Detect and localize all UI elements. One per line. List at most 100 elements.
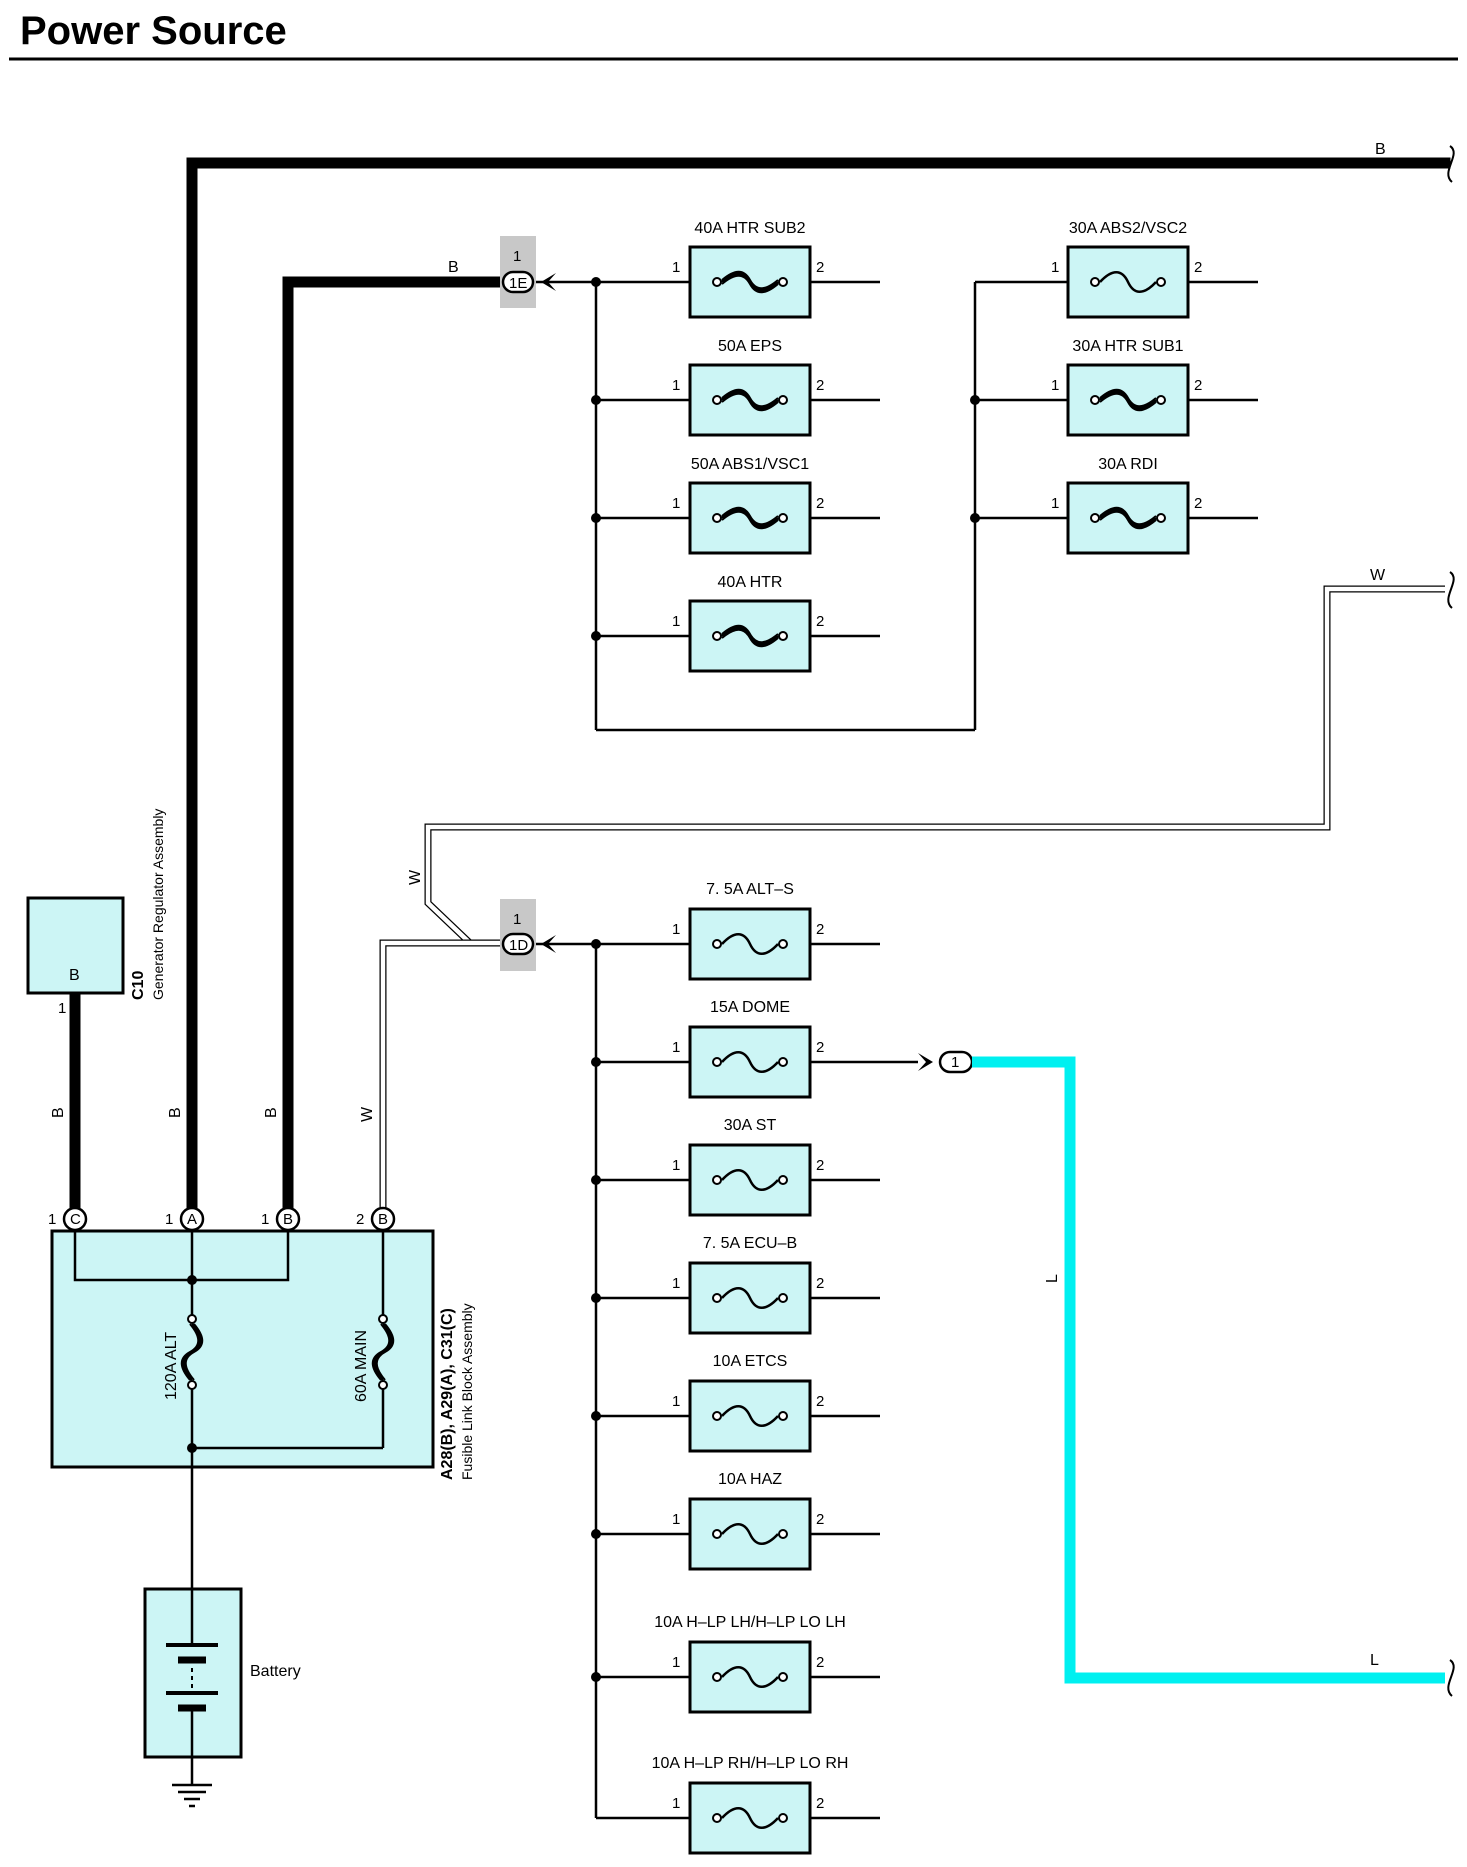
pin-label: 2 [816,1039,824,1056]
pin-label: 2 [816,1654,824,1671]
connector-1e [501,270,535,294]
pin-label: 1 [672,1039,680,1056]
terminal-c: C 1 [48,1206,88,1232]
wire-label-b2: W [359,1106,376,1122]
battery-label: Battery [250,1663,301,1680]
terminal-b2: B 2 [356,1206,396,1232]
terminal-pin: 1 [48,1211,56,1228]
fuse-label: 10A H–LP LH/H–LP LO LH [654,1614,846,1631]
wire-label-b1: B [263,1107,280,1118]
fuse-15a-dome: 15A DOME 1 2 [596,999,918,1099]
junction-dot [187,1275,197,1285]
dome-connector-label: 1 [951,1054,959,1071]
fuse-10a-haz: 10A HAZ 1 2 [596,1471,880,1571]
wire-label-a: B [167,1107,184,1118]
fuse-label: 40A HTR [718,574,783,591]
wire-l-dome [972,1056,1445,1684]
fuse-120a-alt-label: 120A ALT [163,1332,180,1400]
fuse-label: 30A RDI [1098,456,1158,473]
fuse-label: 30A ABS2/VSC2 [1069,220,1187,237]
pin-label: 2 [816,1157,824,1174]
wire-b-1e [282,276,511,1221]
pin-label: 1 [672,1275,680,1292]
pin-label: 2 [816,259,824,276]
fuse-30a-htr-sub1: 30A HTR SUB1 1 2 [975,338,1258,437]
fuse-label: 10A ETCS [713,1353,788,1370]
pin-label: 1 [1051,495,1059,512]
terminal-letter: C [70,1211,81,1228]
connector-1e-label: 1E [509,275,527,292]
wire-label-dome-l: L [1044,1274,1061,1283]
terminal-b1: B 1 [261,1206,301,1232]
pin-label: 1 [672,1795,680,1812]
generator-pin: 1 [58,1000,66,1017]
fuse-7-5a-alt-s: 7. 5A ALT–S 1 2 [596,881,880,981]
pin-label: 2 [816,377,824,394]
pin-label: 1 [672,495,680,512]
fuse-label: 50A ABS1/VSC1 [691,456,809,473]
fuse-30a-abs2-vsc2: 30A ABS2/VSC2 1 2 [975,220,1258,319]
pin-label: 2 [1194,377,1202,394]
pin-label: 2 [1194,259,1202,276]
wire-label-right-l: L [1370,1652,1379,1669]
wire-w-long-core [425,586,1445,945]
wire-break-mark [1447,145,1455,183]
pin-label: 1 [672,921,680,938]
ground-icon [172,1783,212,1808]
terminal-pin: 1 [261,1211,269,1228]
flb-internal-bus [73,1219,290,1282]
generator-regulator-box [26,896,125,995]
terminal-pin: 1 [165,1211,173,1228]
wire-label-right-w: W [1370,567,1386,584]
fuse-10a-h-lp-lh: 10A H–LP LH/H–LP LO LH 1 2 [596,1614,880,1714]
fuse-10a-etcs: 10A ETCS 1 2 [596,1353,880,1453]
fuse-label: 10A H–LP RH/H–LP LO RH [652,1755,849,1772]
pin-label: 1 [1051,377,1059,394]
terminal-letter: B [378,1211,388,1228]
wire-label-vertical-w: W [407,869,424,885]
wire-label-1e-b: B [448,259,459,276]
generator-name: Generator Regulator Assembly [150,809,166,1000]
wire-label-c: B [50,1107,67,1118]
pin-label: 1 [672,1654,680,1671]
generator-code: C10 [130,971,147,1000]
fuse-30a-rdi: 30A RDI 1 2 [975,456,1258,555]
fuse-7-5a-ecu-b: 7. 5A ECU–B 1 2 [596,1235,880,1335]
connector-1d-pin: 1 [513,911,521,928]
pin-label: 1 [672,259,680,276]
fuse-label: 10A HAZ [718,1471,782,1488]
pin-label: 1 [672,613,680,630]
pin-label: 1 [672,377,680,394]
fuse-40a-htr: 40A HTR 1 2 [596,574,880,673]
fuse-label: 7. 5A ALT–S [706,881,794,898]
fuse-10a-h-lp-rh: 10A H–LP RH/H–LP LO RH 1 2 [596,1755,880,1855]
pin-label: 1 [672,1511,680,1528]
terminal-pin: 2 [356,1211,364,1228]
fuse-30a-st: 30A ST 1 2 [596,1117,880,1217]
wire-b-top [186,157,1451,1221]
connector-1e-pin: 1 [513,248,521,265]
dome-connector-arrow [918,1053,933,1071]
fuse-label: 30A ST [724,1117,777,1134]
fuse-label: 15A DOME [710,999,790,1016]
fusible-link-block [50,1229,435,1469]
pin-label: 1 [672,1393,680,1410]
wire-w-main [379,939,505,1215]
wire-w-main-core [380,940,505,1215]
fuse-40a-htr-sub2: 40A HTR SUB2 1 2 [596,220,880,319]
wire-w-long [424,585,1445,946]
terminal-letter: A [187,1211,197,1228]
connector-1d [501,932,535,956]
pin-label: 2 [1194,495,1202,512]
page-title: Power Source [20,9,287,53]
pin-label: 2 [816,1275,824,1292]
wire-break-mark [1447,1659,1455,1697]
fusible-link-block-code: A28(B), A29(A), C31(C) [439,1308,456,1480]
fuse-label: 30A HTR SUB1 [1072,338,1183,355]
fuse-60a-main-label: 60A MAIN [353,1330,370,1402]
fuse-50a-eps: 50A EPS 1 2 [596,338,880,437]
wire-label-top-b: B [1375,141,1386,158]
pin-label: 1 [672,1157,680,1174]
terminal-a: A 1 [165,1206,205,1232]
